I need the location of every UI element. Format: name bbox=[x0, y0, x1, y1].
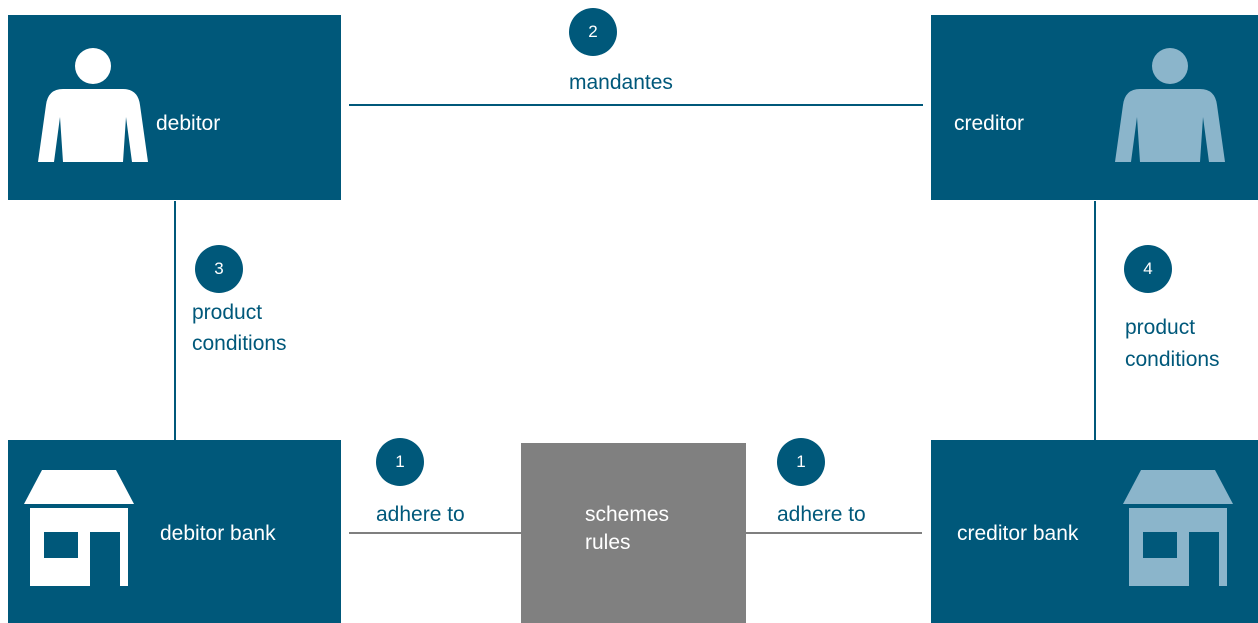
person-icon bbox=[38, 48, 148, 162]
scheme-rules-line-1: schemes bbox=[585, 503, 670, 526]
mandates-label: mandantes bbox=[569, 71, 673, 94]
creditor-product-line-2: conditions bbox=[1125, 348, 1220, 371]
debitor-product-line-1: product bbox=[192, 301, 263, 324]
scheme-rules-label: schemes rules bbox=[585, 501, 669, 557]
scheme-rules-line-2: rules bbox=[585, 531, 631, 554]
debitor-label: debitor bbox=[156, 112, 221, 135]
mandates-number-badge: 2 bbox=[569, 8, 617, 56]
bank-house-icon bbox=[1123, 470, 1233, 586]
scheme-rules-box: schemes rules bbox=[521, 443, 746, 623]
mandates-line bbox=[349, 104, 923, 106]
creditor-product-line bbox=[1094, 201, 1096, 440]
debitor-product-line-2: conditions bbox=[192, 332, 287, 355]
debitor-bank-label: debitor bank bbox=[160, 522, 276, 545]
creditor-box: creditor bbox=[931, 15, 1258, 200]
creditor-product-label: product conditions bbox=[1125, 312, 1220, 376]
creditor-adhere-line bbox=[746, 532, 922, 534]
person-icon bbox=[1115, 48, 1225, 162]
creditor-bank-label: creditor bank bbox=[957, 522, 1079, 545]
debitor-product-label: product conditions bbox=[192, 297, 287, 359]
debitor-product-line bbox=[174, 201, 176, 440]
debitor-box: debitor bbox=[8, 15, 341, 200]
creditor-product-number-badge: 4 bbox=[1124, 245, 1172, 293]
creditor-adhere-label: adhere to bbox=[777, 503, 866, 526]
creditor-adhere-number-badge: 1 bbox=[777, 438, 825, 486]
bank-house-icon bbox=[24, 470, 134, 586]
debitor-adhere-number-badge: 1 bbox=[376, 438, 424, 486]
creditor-label: creditor bbox=[954, 112, 1025, 135]
creditor-bank-box: creditor bank bbox=[931, 440, 1258, 623]
debitor-product-number-badge: 3 bbox=[195, 245, 243, 293]
debitor-bank-box: debitor bank bbox=[8, 440, 341, 623]
creditor-product-line-1: product bbox=[1125, 316, 1196, 339]
debitor-adhere-line bbox=[349, 532, 521, 534]
debitor-adhere-label: adhere to bbox=[376, 503, 465, 526]
